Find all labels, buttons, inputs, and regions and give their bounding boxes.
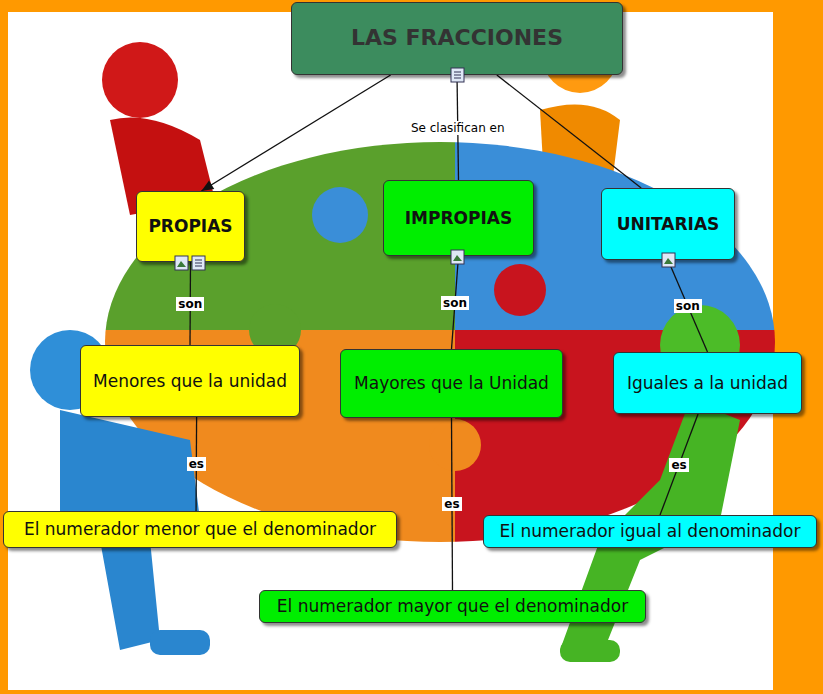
category-box: PROPIAS bbox=[136, 191, 245, 262]
node-text: UNITARIAS bbox=[617, 214, 720, 234]
connector-line bbox=[497, 75, 641, 188]
link-phrase: son bbox=[674, 299, 702, 313]
link-phrase: son bbox=[441, 296, 469, 310]
connector bbox=[668, 260, 708, 352]
connector bbox=[660, 414, 698, 515]
node-text: PROPIAS bbox=[148, 216, 232, 236]
link-phrase: es bbox=[669, 458, 688, 472]
concept-box: Menores que la unidad bbox=[80, 345, 300, 417]
category-box: UNITARIAS bbox=[601, 188, 735, 260]
node-text: El numerador mayor que el denominador bbox=[277, 596, 628, 616]
connector-line bbox=[201, 75, 390, 191]
link-phrase: Se clasifican en bbox=[409, 121, 507, 135]
connector-line bbox=[660, 414, 698, 515]
node-text: El numerador igual al denominador bbox=[500, 521, 801, 541]
title-box: LAS FRACCIONES bbox=[291, 2, 623, 75]
link-phrase: son bbox=[176, 297, 204, 311]
node-text: Menores que la unidad bbox=[93, 371, 287, 391]
concept-box: Iguales a la unidad bbox=[613, 352, 802, 414]
image-icon bbox=[662, 253, 675, 267]
concept-box: Mayores que la Unidad bbox=[340, 349, 563, 418]
node-text: Iguales a la unidad bbox=[627, 373, 788, 393]
image-icon bbox=[175, 256, 188, 270]
rule-box: El numerador mayor que el denominador bbox=[259, 590, 646, 623]
link-phrase: es bbox=[442, 497, 461, 511]
rule-box: El numerador menor que el denominador bbox=[3, 511, 397, 548]
connector-line bbox=[668, 260, 708, 352]
node-text: IMPROPIAS bbox=[405, 208, 512, 228]
node-text: LAS FRACCIONES bbox=[351, 25, 563, 51]
node-text: El numerador menor que el denominador bbox=[24, 519, 376, 539]
connector bbox=[201, 75, 390, 191]
red-figure bbox=[102, 42, 215, 215]
connector bbox=[497, 75, 641, 188]
link-phrase: es bbox=[187, 457, 206, 471]
rule-box: El numerador igual al denominador bbox=[483, 515, 817, 548]
doc-icon bbox=[192, 256, 205, 270]
arrow-head bbox=[201, 180, 214, 191]
category-box: IMPROPIAS bbox=[383, 180, 534, 256]
doc-icon bbox=[451, 68, 464, 82]
node-text: Mayores que la Unidad bbox=[354, 373, 549, 393]
image-icon bbox=[451, 250, 464, 264]
